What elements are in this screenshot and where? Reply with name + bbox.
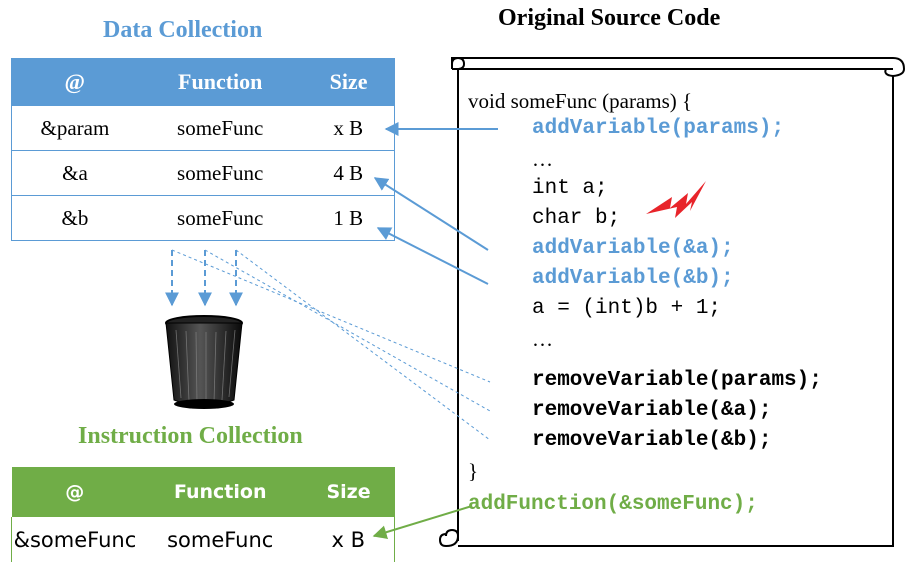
cell-size: x B [302,105,395,151]
source-code-title: Original Source Code [498,5,721,31]
table-row: &b someFunc 1 B [10,195,395,241]
dashed-link-2 [204,249,491,412]
table-row: &a someFunc 4 B [10,150,395,196]
data-collection-title: Data Collection [103,17,263,43]
cell-function: someFunc [137,150,303,196]
table-header-row: @ Function Size [11,467,395,517]
code-line-add-a: addVariable(&a); [532,237,734,260]
data-collection-table: @ Function Size &param someFunc x B &a s… [10,58,395,241]
code-line-add-b: addVariable(&b); [532,267,734,290]
cell-function: someFunc [137,195,303,241]
cell-function: someFunc [167,527,274,552]
code-line-add-function: addFunction(&someFunc); [468,493,758,516]
cell-function: someFunc [137,105,303,151]
header-size: Size [302,58,395,106]
dashed-link-3 [235,249,491,441]
connector-b [376,227,489,285]
trash-bin-icon [165,315,243,409]
code-line-remove-b: removeVariable(&b); [532,429,772,452]
cell-address: &a [10,150,138,196]
code-line-assign: a = (int)b + 1; [532,297,722,320]
instruction-collection-table: @ Function Size &someFunc someFunc x B [10,467,395,562]
code-line-ellipsis: … [532,147,553,171]
code-line-remove-params: removeVariable(params); [532,369,822,392]
cell-size: 4 B [302,150,395,196]
cell-size: 1 B [302,195,395,241]
cell-size: x B [302,517,395,562]
table-row: &someFunc someFunc x B [10,517,395,562]
instruction-collection-title: Instruction Collection [78,423,303,449]
cell-address: &param [10,105,138,151]
code-line-ellipsis: … [532,327,553,351]
lightning-bolt-icon [646,181,706,218]
header-function: Function [137,58,304,106]
code-line-int-a: int a; [532,177,608,200]
cell-address: &b [10,195,138,241]
cell-address: &someFunc [10,517,138,562]
code-line-remove-a: removeVariable(&a); [532,399,772,422]
table-header-row: @ Function Size [10,58,395,106]
header-function: Function [137,467,303,517]
scroll-icon [438,56,906,548]
header-address: @ [11,467,138,517]
code-line-signature: void someFunc (params) { [468,89,693,113]
code-line-close-brace: } [468,459,479,483]
table-row: &param someFunc x B [10,105,395,151]
header-address: @ [10,58,139,106]
code-line-add-params: addVariable(params); [532,117,785,140]
code-line-char-b: char b; [532,207,621,230]
header-size: Size [302,467,395,517]
